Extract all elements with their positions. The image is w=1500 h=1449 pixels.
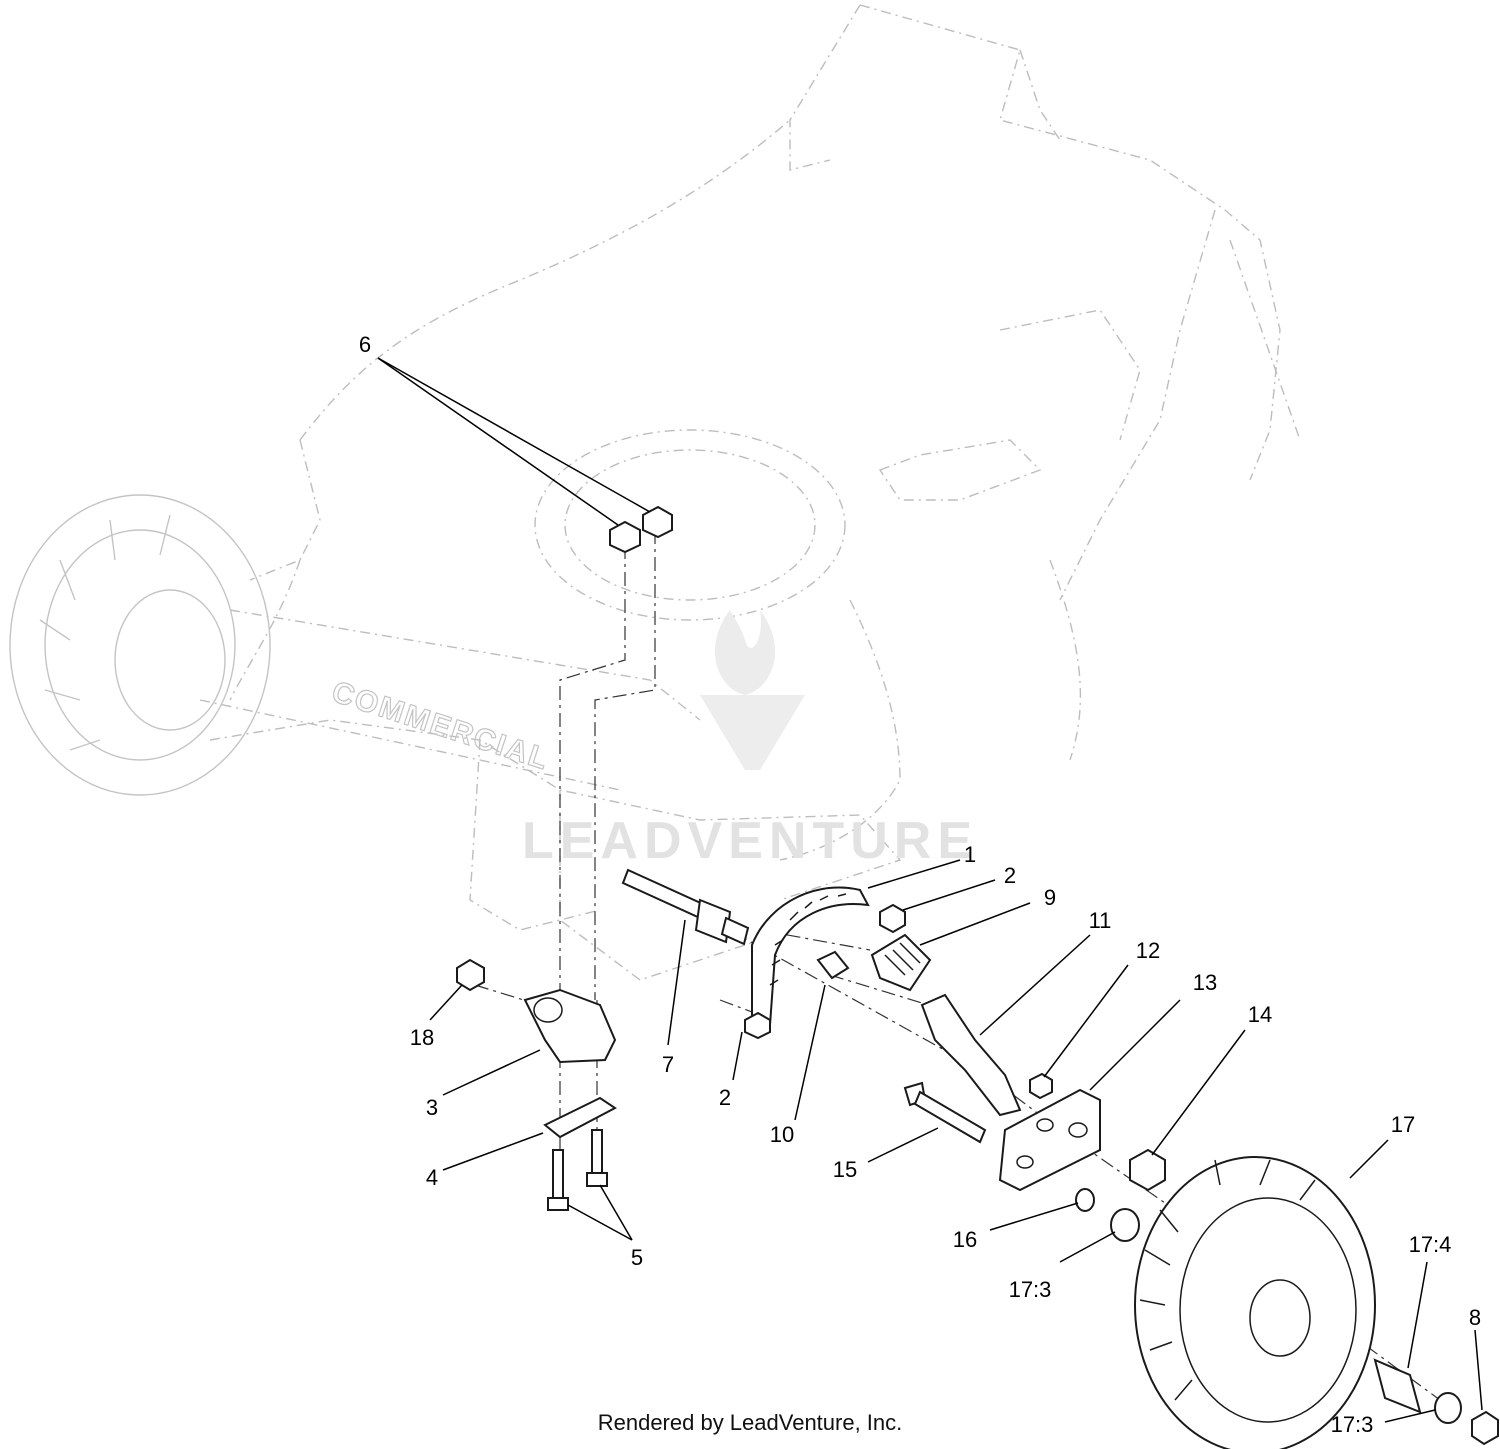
part-2-bolts [744,903,906,1040]
svg-text:LEADVENTURE: LEADVENTURE [522,812,978,870]
part-6-flange-nuts [609,505,673,554]
callout-18: 18 [410,1025,434,1050]
callout-13: 13 [1193,970,1217,995]
part-8-nut [1471,1410,1499,1446]
part-9-pad [870,933,932,992]
brand-text: COMMERCIAL [328,675,554,776]
part-15-bolt [903,1081,987,1144]
callout-9: 9 [1044,885,1056,910]
ghost-wheel-tire [9,494,271,796]
callout-6: 6 [359,332,371,357]
leader-lines [377,357,1483,1423]
callout-14: 14 [1248,1002,1272,1027]
part-5-bolts [547,1129,608,1211]
callout-12: 12 [1136,938,1160,963]
part-7-axle [621,868,750,946]
callout-17: 17 [1391,1112,1415,1137]
callout-17-4: 17:4 [1409,1232,1452,1257]
part-18-nut [456,958,485,992]
footer-credit: Rendered by LeadVenture, Inc. [597,1410,903,1435]
part-17-4-bushing [1373,1358,1422,1414]
part-13-wheel-bracket [998,1088,1101,1192]
part-10-spacer [816,950,850,980]
callout-2-top: 2 [1004,863,1016,888]
callout-5: 5 [631,1245,643,1270]
callout-16: 16 [953,1227,977,1252]
callout-8: 8 [1469,1305,1481,1330]
callout-10: 10 [770,1122,794,1147]
part-1-height-plate [751,886,870,1027]
part-16-washer [1075,1188,1095,1212]
callout-2-bottom: 2 [719,1085,731,1110]
callout-17-3-upper: 17:3 [1009,1277,1052,1302]
callout-3: 3 [426,1095,438,1120]
part-17-3-spacers [1110,1208,1462,1424]
part-14-nut [1129,1148,1166,1192]
callout-15: 15 [833,1157,857,1182]
part-11-lever [920,993,1022,1117]
part-17-wheel [1134,1156,1376,1449]
callouts: 6 1 2 9 11 12 13 14 17 17:4 8 17:3 17:3 … [359,332,1481,1437]
watermark: LEADVENTURE [522,610,978,870]
part-4-strap [543,1096,617,1139]
callout-17-3-lower: 17:3 [1331,1412,1374,1437]
callout-11: 11 [1089,908,1112,933]
callout-7: 7 [662,1052,674,1077]
callout-1: 1 [964,842,976,867]
part-12-bolt [1029,1072,1053,1100]
part-3-pivot-bracket [523,988,617,1064]
callout-4: 4 [426,1165,438,1190]
